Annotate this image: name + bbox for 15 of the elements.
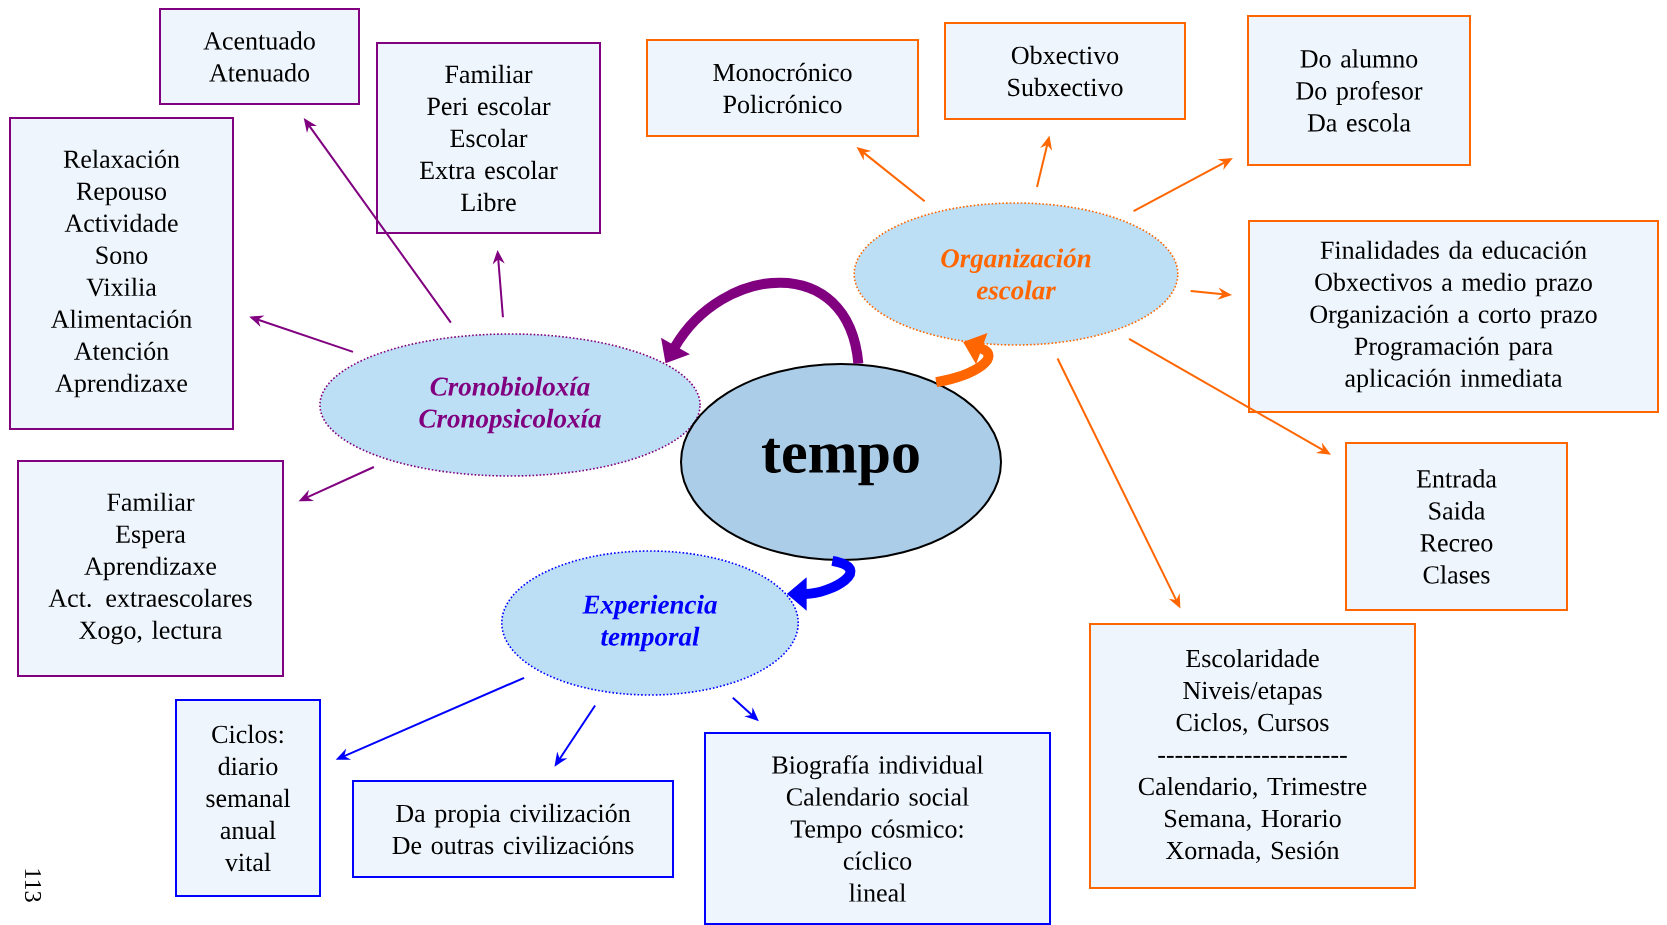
text-box: Finalidades da educación Obxectivos a medio prazo Organización a corto prazo Programación para aplicación inmediata — [1248, 220, 1659, 413]
text-box: Monocrónico Policrónico — [646, 39, 919, 137]
text-box: Ciclos: diario semanal anual vital — [175, 699, 321, 897]
page-number: 113 — [24, 869, 42, 902]
text-box: Da propia civilización De outras civilizacións — [352, 780, 674, 878]
text-box: Acentuado Atenuado — [159, 8, 360, 105]
text-box: Biografía individual Calendario social Tempo cósmico: cíclico lineal — [704, 732, 1051, 925]
text-box: Relaxación Repouso Actividade Sono Vixilia Alimentación Atención Aprendizaxe — [9, 117, 234, 430]
text-box: Escolaridade Niveis/etapas Ciclos, Cursos ---------------------- Calendario, Trimestre Semana, Horario Xornada, Sesión — [1089, 623, 1416, 889]
text-box: Familiar Espera Aprendizaxe Act. extraescolares Xogo, lectura — [17, 460, 284, 677]
text-box: Do alumno Do profesor Da escola — [1247, 15, 1471, 166]
text-box: Obxectivo Subxectivo — [944, 22, 1186, 120]
text-box: Familiar Peri escolar Escolar Extra escolar Libre — [376, 42, 601, 234]
curved-arrow — [661, 277, 864, 365]
text-box: Entrada Saida Recreo Clases — [1345, 442, 1568, 611]
